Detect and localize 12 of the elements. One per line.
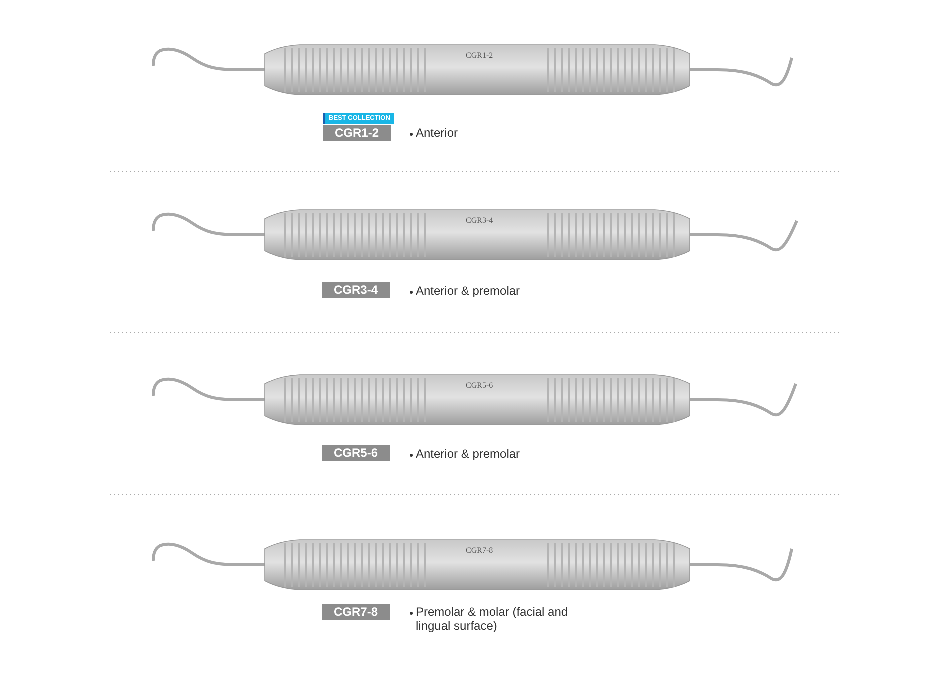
model-code-tag: CGR7-8 <box>322 604 390 620</box>
usage-description: Anterior & premolar <box>416 447 520 461</box>
engraved-model-code: CGR7-8 <box>466 546 494 555</box>
usage-description: Anterior <box>416 126 458 140</box>
usage-description: Anterior & premolar <box>416 284 520 298</box>
engraved-model-code: CGR1-2 <box>466 51 494 60</box>
model-code-tag: CGR1-2 <box>323 125 391 141</box>
usage-description: Premolar & molar (facial and lingual surface) <box>416 605 570 633</box>
model-code-tag: CGR3-4 <box>322 282 390 298</box>
engraved-model-code: CGR5-6 <box>466 381 494 390</box>
engraved-model-code: CGR3-4 <box>466 216 494 225</box>
model-code-tag: CGR5-6 <box>322 445 390 461</box>
